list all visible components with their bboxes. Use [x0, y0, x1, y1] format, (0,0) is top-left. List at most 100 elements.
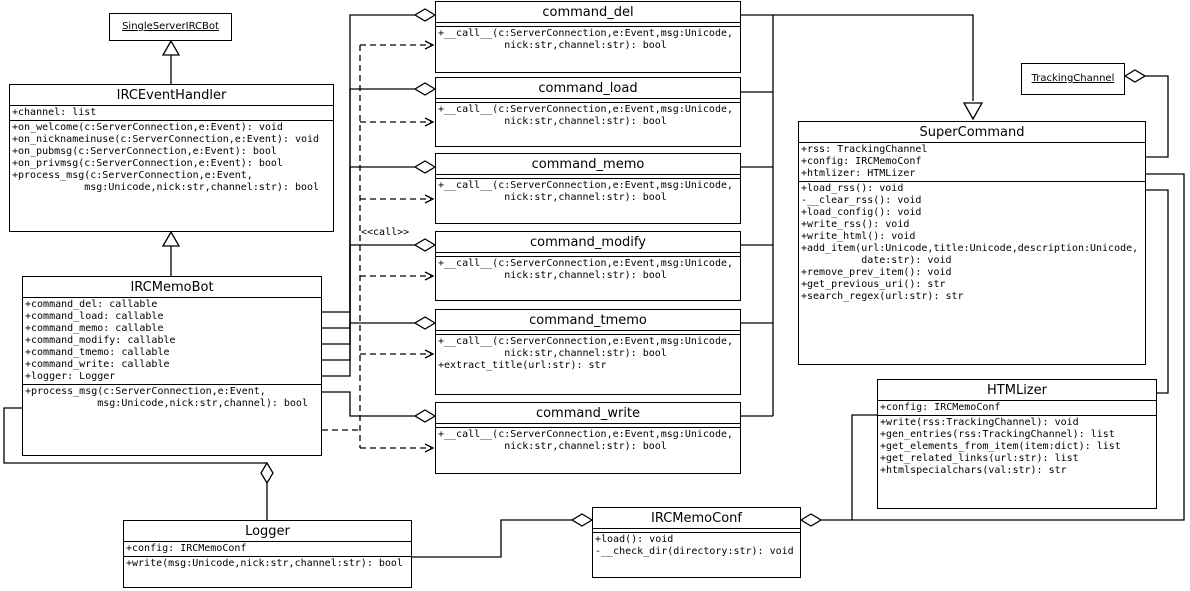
member-line: +logger: Logger [25, 371, 116, 382]
call-arrowhead [424, 271, 435, 281]
member-line: +add_item(url:Unicode,title:Unicode,desc… [801, 243, 1139, 254]
aggregation-diamond [799, 513, 823, 527]
member-line: +command_memo: callable [25, 323, 164, 334]
class-irc-memo-bot[interactable]: IRCMemoBot +command_del: callable+comman… [22, 276, 322, 456]
member-line: +get_previous_uri(): str [801, 279, 946, 290]
attributes [436, 175, 740, 179]
member-line: nick:str,channel:str): bool [438, 270, 667, 281]
member-line: +config: IRCMemoConf [126, 543, 247, 554]
aggregation-line [322, 88, 415, 329]
member-line: +config: IRCMemoConf [801, 156, 922, 167]
class-command-del[interactable]: command_del +__call__(c:ServerConnection… [435, 1, 741, 73]
member-line: +load_rss(): void [801, 183, 904, 194]
aggregation-diamond [413, 316, 437, 330]
attributes [593, 529, 800, 533]
member-line: +write(rss:TrackingChannel): void [880, 417, 1079, 428]
member-line: +command_write: callable [25, 359, 170, 370]
inheritance-line [773, 14, 974, 101]
member-line: +search_regex(url:str): str [801, 291, 964, 302]
member-line: +get_elements_from_item(item:dict): list [880, 441, 1121, 452]
class-name: IRCMemoConf [593, 508, 800, 529]
aggregation-line [322, 244, 415, 361]
class-super-command[interactable]: SuperCommand +rss: TrackingChannel+confi… [798, 121, 1146, 365]
member-line: +process_msg(c:ServerConnection,e:Event, [12, 170, 253, 181]
aggregation-diamond [413, 82, 437, 96]
aggregation-line [821, 173, 1185, 521]
attributes [436, 331, 740, 335]
class-name: SuperCommand [799, 122, 1145, 143]
methods: +__call__(c:ServerConnection,e:Event,msg… [436, 27, 740, 53]
class-tracking-channel[interactable]: TrackingChannel [1021, 63, 1125, 95]
inheritance-triangle [161, 230, 181, 247]
methods: +__call__(c:ServerConnection,e:Event,msg… [436, 103, 740, 129]
attributes: +config: IRCMemoConf [124, 542, 411, 557]
call-arrowhead [424, 40, 435, 50]
call-stereotype-label: <<call>> [361, 227, 410, 238]
member-line: nick:str,channel:str): bool [438, 192, 667, 203]
class-command-tmemo[interactable]: command_tmemo +__call__(c:ServerConnecti… [435, 309, 741, 395]
member-line: +get_related_links(url:str): list [880, 453, 1079, 464]
class-command-modify[interactable]: command_modify +__call__(c:ServerConnect… [435, 231, 741, 301]
aggregation-line [322, 322, 415, 377]
member-line: +config: IRCMemoConf [880, 402, 1001, 413]
member-line: nick:str,channel:str): bool [438, 348, 667, 359]
methods: +write(msg:Unicode,nick:str,channel:str)… [124, 557, 411, 571]
methods: +__call__(c:ServerConnection,e:Event,msg… [436, 257, 740, 283]
inheritance-triangle [962, 102, 984, 121]
member-line: +__call__(c:ServerConnection,e:Event,msg… [438, 104, 734, 115]
member-line: +htmlspecialchars(val:str): str [880, 465, 1067, 476]
class-command-write[interactable]: command_write +__call__(c:ServerConnecti… [435, 402, 741, 474]
member-line: +__call__(c:ServerConnection,e:Event,msg… [438, 429, 734, 440]
class-irc-memo-conf[interactable]: IRCMemoConf +load(): void-__check_dir(di… [592, 507, 801, 578]
aggregation-line [1146, 189, 1169, 394]
member-line: msg:Unicode,nick:str,channel:str): bool [12, 182, 320, 193]
attributes: +command_del: callable+command_load: cal… [23, 298, 321, 385]
aggregation-line [322, 391, 415, 417]
methods: +write(rss:TrackingChannel): void+gen_en… [878, 416, 1156, 478]
member-line: +remove_prev_item(): void [801, 267, 952, 278]
member-line: +load_config(): void [801, 207, 922, 218]
class-name: Logger [124, 521, 411, 542]
member-line: +__call__(c:ServerConnection,e:Event,msg… [438, 28, 734, 39]
member-line: msg:Unicode,nick:str,channel): bool [25, 398, 308, 409]
aggregation-diamond [413, 409, 437, 423]
aggregation-line [851, 414, 877, 520]
member-line: +channel: list [12, 107, 97, 118]
class-name: command_write [436, 403, 740, 424]
member-line: +on_nicknameinuse(c:ServerConnection,e:E… [12, 134, 320, 145]
class-name: HTMLizer [878, 380, 1156, 401]
member-line: +htmlizer: HTMLizer [801, 168, 916, 179]
class-logger[interactable]: Logger +config: IRCMemoConf +write(msg:U… [123, 520, 412, 588]
member-line: +__call__(c:ServerConnection,e:Event,msg… [438, 180, 734, 191]
aggregation-line [3, 407, 267, 464]
member-line: +load(): void [595, 534, 674, 545]
member-line: +command_del: callable [25, 299, 158, 310]
member-line: +write_rss(): void [801, 219, 910, 230]
methods: +__call__(c:ServerConnection,e:Event,msg… [436, 335, 740, 373]
attributes: +config: IRCMemoConf [878, 401, 1156, 416]
methods: +process_msg(c:ServerConnection,e:Event,… [23, 385, 321, 411]
member-line: -__clear_rss(): void [801, 195, 922, 206]
member-line: +write(msg:Unicode,nick:str,channel:str)… [126, 558, 403, 569]
member-line: +command_modify: callable [25, 335, 176, 346]
aggregation-diamond [260, 461, 274, 485]
call-arrowhead [424, 194, 435, 204]
member-line: +on_pubmsg(c:ServerConnection,e:Event): … [12, 146, 277, 157]
member-line: +command_tmemo: callable [25, 347, 170, 358]
attributes [436, 253, 740, 257]
aggregation-line [1145, 75, 1169, 158]
member-line: +on_privmsg(c:ServerConnection,e:Event):… [12, 158, 283, 169]
class-command-memo[interactable]: command_memo +__call__(c:ServerConnectio… [435, 153, 741, 224]
class-htmlizer[interactable]: HTMLizer +config: IRCMemoConf +write(rss… [877, 379, 1157, 509]
member-line: nick:str,channel:str): bool [438, 116, 667, 127]
aggregation-diamond [413, 238, 437, 252]
class-command-load[interactable]: command_load +__call__(c:ServerConnectio… [435, 77, 741, 147]
aggregation-diamond [570, 513, 594, 527]
class-single-server-irc-bot[interactable]: SingleServerIRCBot [109, 13, 232, 41]
class-name: command_load [436, 78, 740, 99]
class-irc-event-handler[interactable]: IRCEventHandler +channel: list +on_welco… [9, 84, 334, 232]
member-line: nick:str,channel:str): bool [438, 441, 667, 452]
member-line: +on_welcome(c:ServerConnection,e:Event):… [12, 122, 283, 133]
